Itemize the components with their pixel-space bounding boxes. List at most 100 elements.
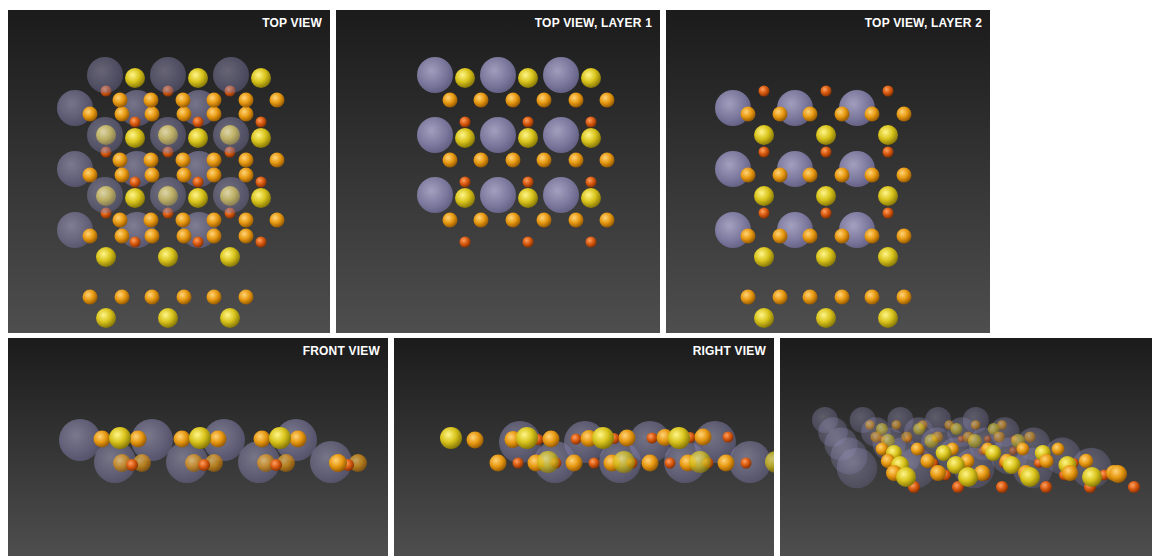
atom-sphere <box>803 229 818 244</box>
view-panel: RIGHT VIEW <box>394 338 774 556</box>
atom-sphere <box>87 177 123 213</box>
atom-sphere <box>773 107 788 122</box>
atom-sphere <box>523 117 534 128</box>
atom-sphere <box>968 434 982 448</box>
atom-sphere <box>251 188 271 208</box>
atom-sphere <box>256 117 267 128</box>
atom-sphere <box>145 229 160 244</box>
atom-sphere <box>920 454 934 468</box>
atom-sphere <box>1082 467 1102 487</box>
atom-sphere <box>741 290 756 305</box>
atom-sphere <box>239 153 254 168</box>
atom-sphere <box>741 229 756 244</box>
atom-sphere <box>985 445 1001 461</box>
atom-sphere <box>896 467 916 487</box>
view-title: RIGHT VIEW <box>693 344 766 358</box>
atom-sphere <box>537 213 552 228</box>
atom-sphere <box>878 247 898 267</box>
atom-sphere <box>207 93 222 108</box>
atom-sphere <box>892 420 902 430</box>
atom-sphere <box>158 247 178 267</box>
atom-sphere <box>213 177 249 213</box>
atom-sphere <box>207 229 222 244</box>
panel-ground <box>336 10 660 333</box>
atom-sphere <box>126 459 138 471</box>
atom-sphere <box>586 177 597 188</box>
atom-sphere <box>516 427 538 449</box>
atom-sphere <box>239 290 254 305</box>
atom-sphere <box>821 208 832 219</box>
atom-sphere <box>518 128 538 148</box>
atom-sphere <box>718 455 735 472</box>
atom-sphere <box>480 57 516 93</box>
atom-sphere <box>1052 443 1065 456</box>
atom-sphere <box>600 153 615 168</box>
atom-sphere <box>1016 443 1029 456</box>
atom-sphere <box>883 147 894 158</box>
atom-sphere <box>984 435 991 442</box>
atom-sphere <box>113 213 128 228</box>
atom-sphere <box>207 107 222 122</box>
atom-sphere <box>310 441 352 483</box>
atom-sphere <box>911 443 924 456</box>
atom-sphere <box>109 427 131 449</box>
atom-sphere <box>1079 454 1093 468</box>
atom-sphere <box>759 208 770 219</box>
atom-sphere <box>174 431 191 448</box>
view-panel: FRONT VIEW <box>8 338 388 556</box>
atom-sphere <box>269 427 291 449</box>
atom-sphere <box>1040 481 1052 493</box>
atom-sphere <box>87 57 123 93</box>
atom-sphere <box>883 208 894 219</box>
atom-sphere <box>865 420 875 430</box>
atom-sphere <box>950 423 962 435</box>
view-title: TOP VIEW, LAYER 1 <box>535 16 652 30</box>
atom-sphere <box>145 168 160 183</box>
atom-sphere <box>256 237 267 248</box>
atom-sphere <box>1020 467 1040 487</box>
atom-sphere <box>729 441 771 483</box>
panel-ground <box>8 338 388 556</box>
atom-sphere <box>270 153 285 168</box>
atom-sphere <box>600 213 615 228</box>
atom-sphere <box>177 168 192 183</box>
atom-sphere <box>251 68 271 88</box>
atom-sphere <box>94 431 111 448</box>
atom-sphere <box>96 247 116 267</box>
atom-sphere <box>569 153 584 168</box>
atom-sphere <box>613 451 635 473</box>
atom-sphere <box>455 188 475 208</box>
view-panel: TOP VIEW, LAYER 1 <box>336 10 660 333</box>
atom-sphere <box>254 431 271 448</box>
atom-sphere <box>835 168 850 183</box>
atom-sphere <box>115 168 130 183</box>
panel-ground <box>666 10 990 333</box>
atom-sphere <box>759 86 770 97</box>
atom-sphere <box>897 229 912 244</box>
atom-sphere <box>239 213 254 228</box>
atom-sphere <box>417 117 453 153</box>
atom-sphere <box>543 117 579 153</box>
atom-sphere <box>803 290 818 305</box>
atom-sphere <box>837 448 877 488</box>
atom-sphere <box>569 93 584 108</box>
atom-sphere <box>773 229 788 244</box>
atom-sphere <box>865 168 880 183</box>
atom-sphere <box>213 117 249 153</box>
atom-sphere <box>619 430 636 447</box>
atom-sphere <box>581 128 601 148</box>
atom-sphere <box>878 186 898 206</box>
atom-sphere <box>773 168 788 183</box>
atom-sphere <box>158 308 178 328</box>
atom-sphere <box>329 454 347 472</box>
atom-sphere <box>207 290 222 305</box>
atom-sphere <box>125 128 145 148</box>
atom-sphere <box>835 229 850 244</box>
atom-sphere <box>741 107 756 122</box>
atom-sphere <box>581 188 601 208</box>
atom-sphere <box>198 459 210 471</box>
atom-sphere <box>130 177 141 188</box>
atom-sphere <box>581 68 601 88</box>
atom-sphere <box>803 107 818 122</box>
